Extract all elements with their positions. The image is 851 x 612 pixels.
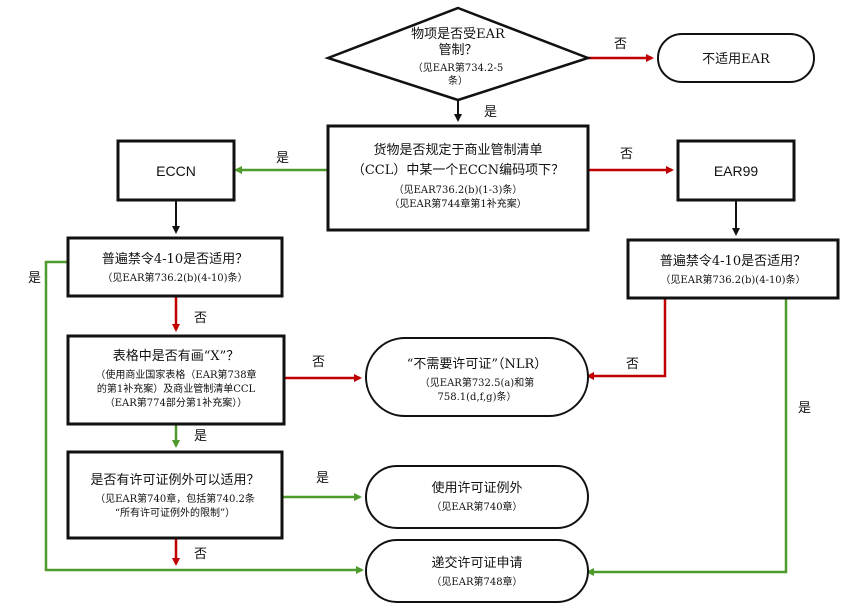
- ccl-check-line2: （CCL）中某一个ECCN编码项下？: [352, 163, 564, 178]
- label-table-no: 否: [312, 355, 325, 370]
- table-x-sub1: （使用商业国家表格（EAR第738章: [95, 368, 256, 381]
- edge-prohibit-left-yes: [44, 260, 364, 574]
- label-table-yes: 是: [194, 429, 207, 444]
- apply-license-sub1: （见EAR第748章）: [431, 575, 522, 588]
- node-nlr: “不需要许可证”（NLR） （见EAR第732.5(a)和第 758.1(d,f…: [365, 337, 589, 417]
- node-apply-license: 递交许可证申请 （见EAR第748章）: [365, 539, 589, 603]
- apply-license-line1: 递交许可证申请: [431, 555, 522, 571]
- label-ccl-yes: 是: [276, 151, 289, 166]
- node-table-x: 表格中是否有画“X”？ （使用商业国家表格（EAR第738章 的第1补充案）及商…: [66, 334, 286, 426]
- node-exception-check: 是否有许可证例外可以适用？ （见EAR第740章，包括第740.2条 “所有许可…: [66, 450, 284, 540]
- label-ear-yes: 是: [484, 105, 497, 120]
- prohibit-right-line1: 普遍禁令4-10是否适用？: [660, 253, 806, 269]
- use-exception-sub1: （见EAR第740章）: [431, 500, 522, 513]
- not-applicable-label: 不适用EAR: [702, 52, 771, 67]
- label-prohibit-right-yes: 是: [798, 401, 811, 416]
- exception-check-sub1: （见EAR第740章，包括第740.2条: [95, 492, 255, 505]
- table-x-sub2: 的第1补充案）及商业管制清单CCL: [97, 382, 256, 395]
- nlr-sub2: 758.1(d,f,g)条）: [438, 390, 517, 403]
- label-prohibit-right-no: 否: [626, 357, 639, 372]
- label-ccl-no: 否: [620, 147, 633, 162]
- node-decision-ear: 物项是否受EAR 管制？ （见EAR第734.2-5 条）: [324, 6, 592, 102]
- label-prohibit-left-yes: 是: [28, 271, 41, 286]
- label-exception-no: 否: [194, 547, 207, 562]
- prohibit-right-sub1: （见EAR第736.2(b)(4-10)条）: [660, 273, 805, 286]
- node-ear99: EAR99: [676, 139, 796, 202]
- label-prohibit-left-no: 否: [194, 311, 207, 326]
- ccl-check-sub2: （见EAR第744章第1补充案）: [389, 197, 527, 210]
- table-x-sub3: （EAR第774部分第1补充案））: [105, 396, 248, 409]
- exception-check-sub2: “所有许可证例外的限制”）: [115, 506, 235, 519]
- ccl-check-sub1: （见EAR736.2(b)(1-3)条）: [394, 183, 523, 196]
- edge-prohibit-right-yes: [586, 298, 788, 576]
- node-prohibit-left: 普遍禁令4-10是否适用？ （见EAR第736.2(b)(4-10)条）: [66, 236, 284, 298]
- node-eccn: ECCN: [116, 139, 236, 202]
- prohibit-left-line1: 普遍禁令4-10是否适用？: [102, 251, 248, 267]
- node-not-applicable: 不适用EAR: [657, 33, 815, 83]
- edge-prohibit-right-no: [586, 298, 667, 380]
- label-ear-no: 否: [614, 37, 627, 52]
- decision-ear-line1: 物项是否受EAR: [411, 27, 506, 42]
- nlr-line1: “不需要许可证”（NLR）: [407, 357, 548, 372]
- exception-check-line1: 是否有许可证例外可以适用？: [90, 473, 259, 488]
- label-exception-yes: 是: [316, 471, 329, 486]
- decision-ear-sub1: （见EAR第734.2-5: [413, 61, 503, 74]
- ear99-label: EAR99: [714, 163, 759, 179]
- node-ccl-check: 货物是否规定于商业管制清单 （CCL）中某一个ECCN编码项下？ （见EAR73…: [326, 124, 590, 232]
- node-use-exception: 使用许可证例外 （见EAR第740章）: [365, 465, 589, 529]
- ccl-check-line1: 货物是否规定于商业管制清单: [373, 142, 542, 158]
- node-prohibit-right: 普遍禁令4-10是否适用？ （见EAR第736.2(b)(4-10)条）: [626, 238, 840, 300]
- use-exception-line1: 使用许可证例外: [431, 480, 522, 496]
- prohibit-left-sub1: （见EAR第736.2(b)(4-10)条）: [102, 271, 247, 284]
- nlr-sub1: （见EAR第732.5(a)和第: [420, 376, 534, 389]
- eccn-label: ECCN: [156, 163, 196, 179]
- decision-ear-line2: 管制？: [438, 43, 477, 58]
- decision-ear-sub2: 条）: [448, 74, 468, 87]
- table-x-line1: 表格中是否有画“X”？: [113, 348, 240, 364]
